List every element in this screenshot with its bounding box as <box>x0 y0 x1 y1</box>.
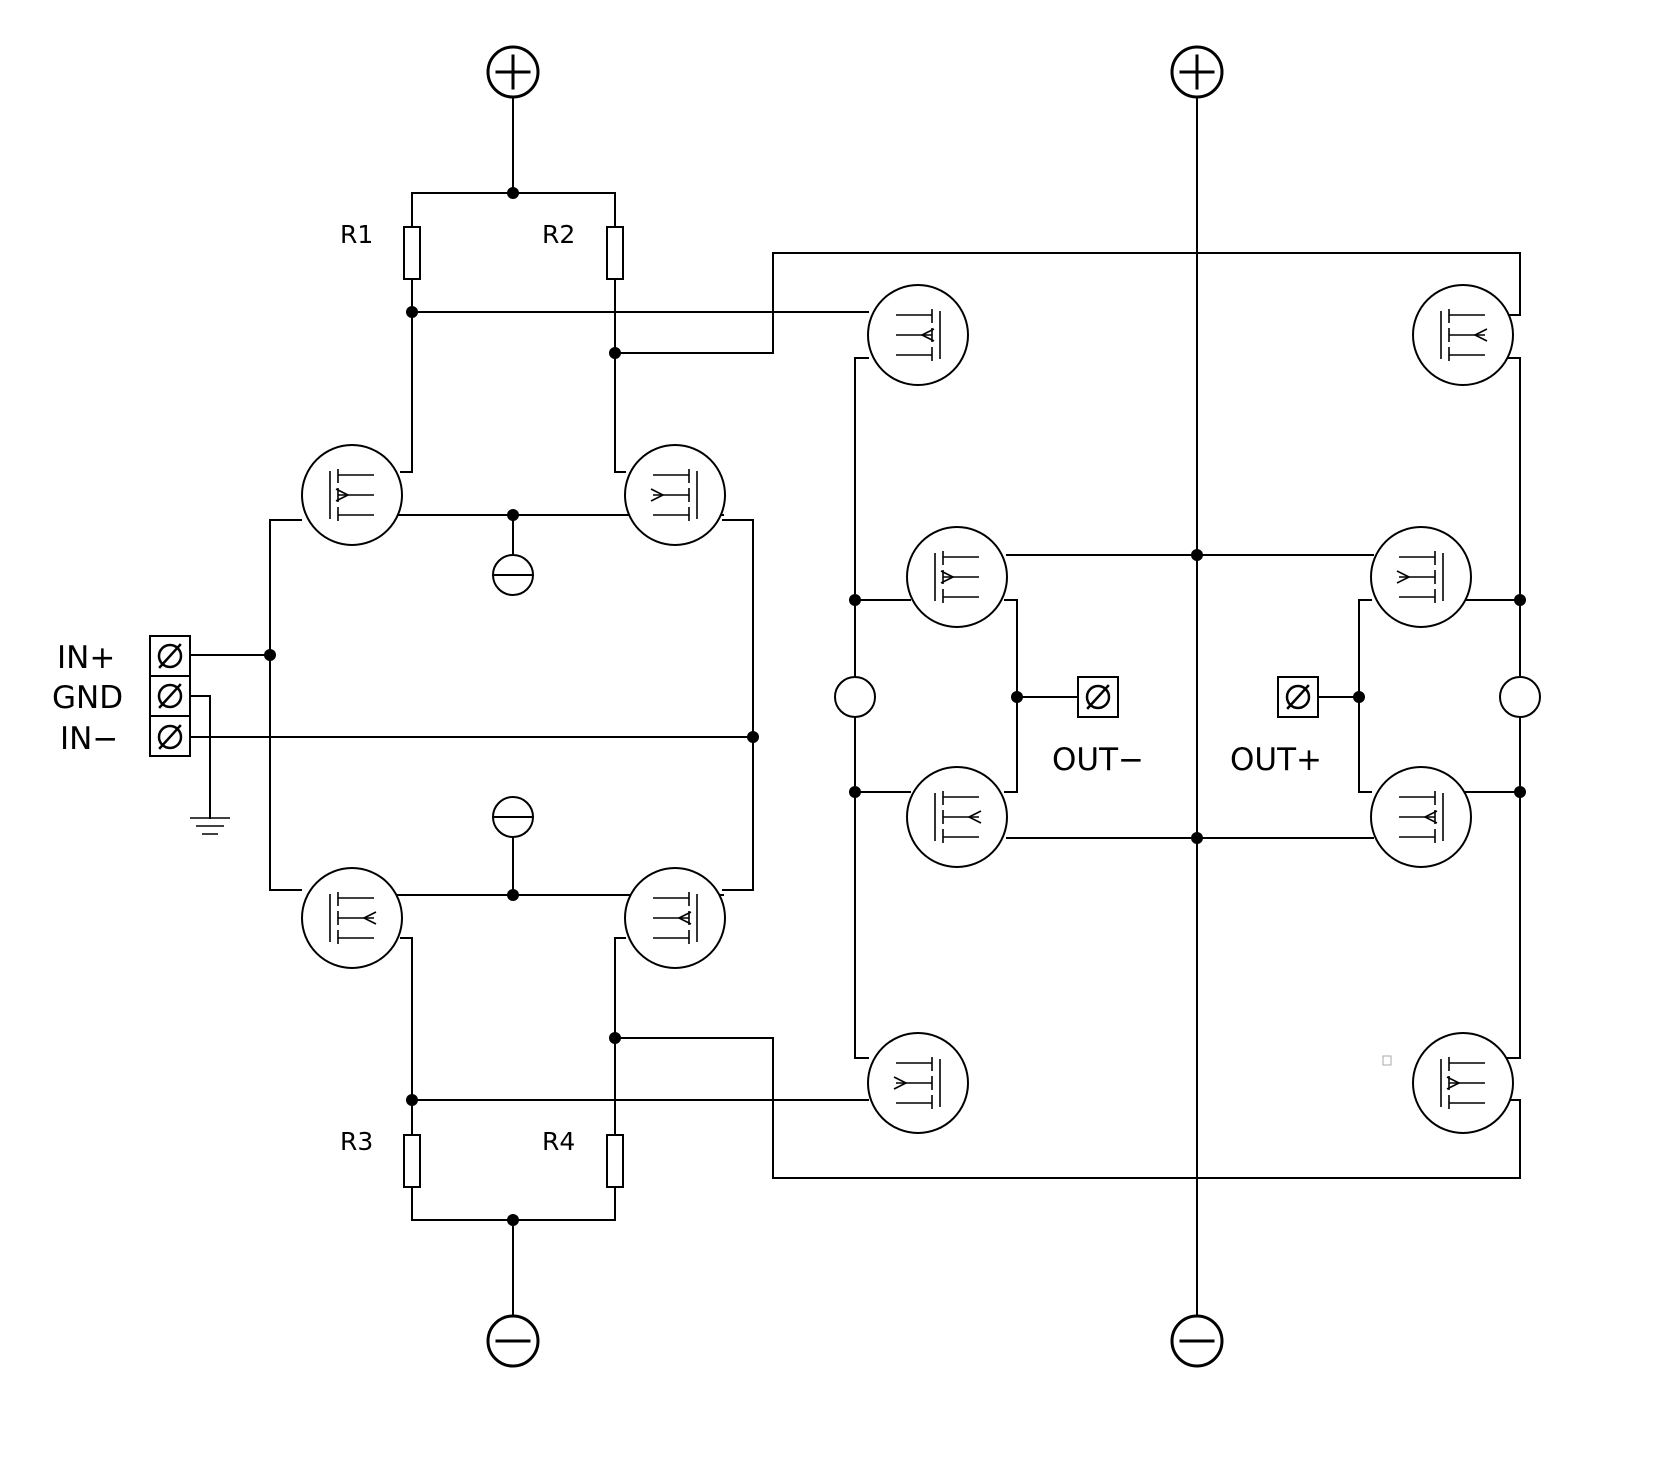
terminal-label: GND <box>52 680 123 716</box>
current-source-right-icon <box>1499 676 1541 718</box>
junction-dot <box>849 594 861 606</box>
mosfet-11-icon <box>867 1032 969 1134</box>
current-source-top-icon <box>492 554 534 596</box>
terminal-label: IN− <box>60 721 118 757</box>
junction-dot <box>1514 786 1526 798</box>
resistor-r1: R1 <box>340 220 421 280</box>
mosfet-5-icon <box>867 284 969 386</box>
junction-dot <box>1191 832 1203 844</box>
mosfet-1-icon <box>301 444 403 546</box>
junction-dot <box>507 187 519 199</box>
junction-dot <box>507 1214 519 1226</box>
mosfet-8-icon <box>1370 526 1472 628</box>
stray-mark <box>1382 1055 1392 1066</box>
supply-minus-left-icon <box>486 1314 540 1368</box>
wires <box>189 94 1521 1319</box>
resistor-r4: R4 <box>542 1127 624 1188</box>
supply-plus-right-icon <box>1170 45 1224 99</box>
mosfet-12-icon <box>1412 1032 1514 1134</box>
terminal-label: OUT+ <box>1230 742 1322 778</box>
junction-dot <box>406 1094 418 1106</box>
terminal-in-minus: IN− <box>60 715 191 757</box>
junction-dot <box>1191 549 1203 561</box>
mosfet-7-icon <box>906 526 1008 628</box>
junction-dot <box>264 649 276 661</box>
current-source-left-icon <box>834 676 876 718</box>
resistor-label: R1 <box>340 220 373 249</box>
junction-dot <box>507 509 519 521</box>
junction-dot <box>406 306 418 318</box>
junction-dot <box>1514 594 1526 606</box>
resistor-r2: R2 <box>542 220 624 280</box>
terminal-out-minus: OUT− <box>1052 676 1144 778</box>
junction-dot <box>609 347 621 359</box>
transistors <box>301 284 1514 1134</box>
junction-dot <box>1011 691 1023 703</box>
mosfet-9-icon <box>906 766 1008 868</box>
supply-plus-left-icon <box>486 45 540 99</box>
junction-dot <box>1353 691 1365 703</box>
junction-dot <box>507 889 519 901</box>
mosfet-6-icon <box>1412 284 1514 386</box>
junction-dot <box>747 731 759 743</box>
input-terminal-block: IN+ GND IN− <box>52 635 191 757</box>
resistor-label: R3 <box>340 1127 373 1156</box>
supply-minus-right-icon <box>1170 1314 1224 1368</box>
mosfet-3-icon <box>301 867 403 969</box>
terminal-gnd: GND <box>52 675 191 717</box>
junction-dot <box>849 786 861 798</box>
junctions <box>264 187 1526 1226</box>
resistor-r3: R3 <box>340 1127 421 1188</box>
resistor-label: R4 <box>542 1127 575 1156</box>
terminal-in-plus: IN+ <box>57 635 191 677</box>
mosfet-4-icon <box>624 867 726 969</box>
terminal-out-plus: OUT+ <box>1230 676 1322 778</box>
current-source-bottom-icon <box>492 796 534 838</box>
junction-dot <box>609 1032 621 1044</box>
terminal-label: OUT− <box>1052 742 1144 778</box>
resistor-label: R2 <box>542 220 575 249</box>
mosfet-2-icon <box>624 444 726 546</box>
terminal-label: IN+ <box>57 640 115 676</box>
mosfet-10-icon <box>1370 766 1472 868</box>
